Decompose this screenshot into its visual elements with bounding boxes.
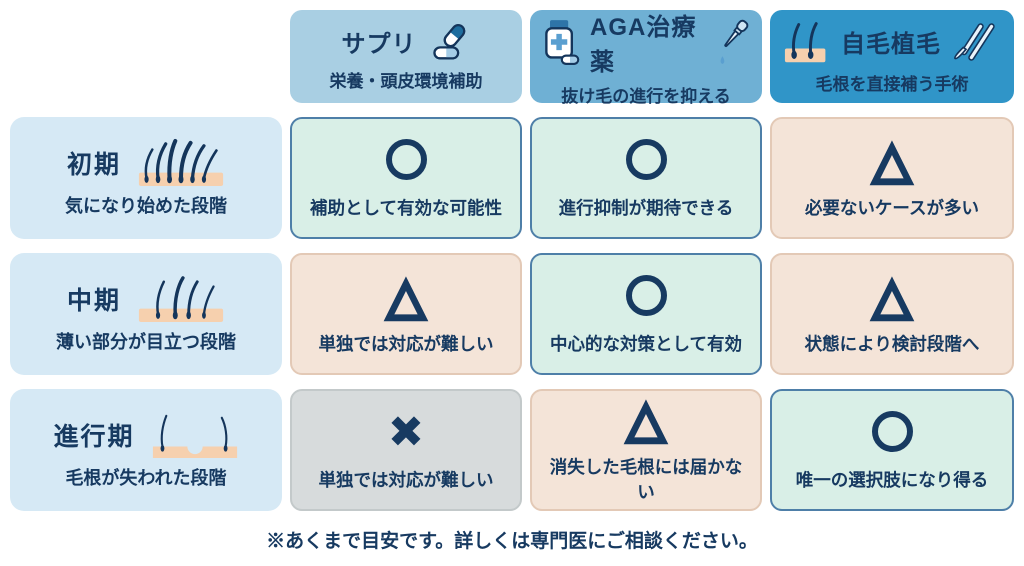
hair-early-icon bbox=[137, 138, 225, 188]
footer-note: ※あくまで目安です。詳しくは専門医にご相談ください。 bbox=[266, 531, 758, 552]
surgical-tools-icon bbox=[951, 21, 1001, 63]
rating-triangle-symbol bbox=[873, 273, 911, 319]
cell-middle-supplement: 単独では対応が難しい bbox=[290, 253, 522, 375]
column-title: 自毛植毛 bbox=[841, 31, 941, 58]
hair-follicle-icon bbox=[783, 19, 831, 65]
cell-note: 補助として有効な可能性 bbox=[310, 197, 502, 218]
cell-note: 必要ないケースが多い bbox=[804, 197, 980, 218]
rating-circle-symbol bbox=[626, 137, 667, 183]
rating-cross-symbol bbox=[391, 409, 421, 455]
column-subtitle: 毛根を直接補う手術 bbox=[815, 74, 969, 94]
row-header-advanced: 進行期 毛根が失われた段階 bbox=[10, 389, 282, 511]
cell-early-aga-drug: 進行抑制が期待できる bbox=[530, 117, 762, 239]
cell-early-supplement: 補助として有効な可能性 bbox=[290, 117, 522, 239]
hair-advanced-icon bbox=[151, 410, 239, 460]
cell-middle-transplant: 状態により検討段階へ bbox=[770, 253, 1014, 375]
cell-early-transplant: 必要ないケースが多い bbox=[770, 117, 1014, 239]
cell-note: 唯一の選択肢になり得る bbox=[795, 469, 989, 490]
cell-middle-aga-drug: 中心的な対策として有効 bbox=[530, 253, 762, 375]
cell-advanced-aga-drug: 消失した毛根には届かない bbox=[530, 389, 762, 511]
rating-triangle-symbol bbox=[387, 273, 425, 319]
medicine-bottle-icon bbox=[540, 19, 580, 65]
row-title: 進行期 bbox=[53, 423, 135, 451]
cell-note: 進行抑制が期待できる bbox=[558, 197, 734, 218]
column-title: AGA治療薬 bbox=[590, 13, 697, 76]
hair-middle-icon bbox=[137, 274, 225, 324]
row-title: 初期 bbox=[66, 151, 121, 179]
column-header-supplement: サプリ 栄養・頭皮環境補助 bbox=[290, 10, 522, 103]
rating-circle-symbol bbox=[626, 273, 667, 319]
rating-circle-symbol bbox=[872, 409, 913, 455]
dropper-icon bbox=[716, 18, 752, 66]
corner-spacer bbox=[10, 10, 282, 103]
rating-triangle-symbol bbox=[873, 137, 911, 183]
capsules-icon bbox=[427, 22, 471, 62]
cell-note: 単独では対応が難しい bbox=[318, 469, 494, 490]
row-header-middle: 中期 薄い部分が目立つ段階 bbox=[10, 253, 282, 375]
column-header-aga-drug: AGA治療薬 抜け毛の進行を抑える bbox=[530, 10, 762, 106]
row-header-early: 初期 気になり始めた段階 bbox=[10, 117, 282, 239]
cell-note: 消失した毛根には届かない bbox=[549, 457, 743, 502]
column-subtitle: 抜け毛の進行を抑える bbox=[561, 86, 731, 106]
cell-advanced-transplant: 唯一の選択肢になり得る bbox=[770, 389, 1014, 511]
rating-triangle-symbol bbox=[627, 396, 665, 442]
cell-note: 状態により検討段階へ bbox=[804, 333, 980, 354]
cell-advanced-supplement: 単独では対応が難しい bbox=[290, 389, 522, 511]
column-subtitle: 栄養・頭皮環境補助 bbox=[329, 71, 483, 91]
row-title: 中期 bbox=[66, 287, 121, 315]
comparison-table: サプリ 栄養・頭皮環境補助 bbox=[0, 0, 1024, 511]
row-subtitle: 毛根が失われた段階 bbox=[65, 468, 227, 488]
column-header-transplant: 自毛植毛 毛根を直接補う手術 bbox=[770, 10, 1014, 103]
row-subtitle: 気になり始めた段階 bbox=[65, 196, 227, 216]
cell-note: 単独では対応が難しい bbox=[318, 333, 494, 354]
cell-note: 中心的な対策として有効 bbox=[550, 333, 742, 354]
row-subtitle: 薄い部分が目立つ段階 bbox=[56, 332, 236, 352]
column-title: サプリ bbox=[341, 31, 417, 58]
rating-circle-symbol bbox=[386, 137, 427, 183]
